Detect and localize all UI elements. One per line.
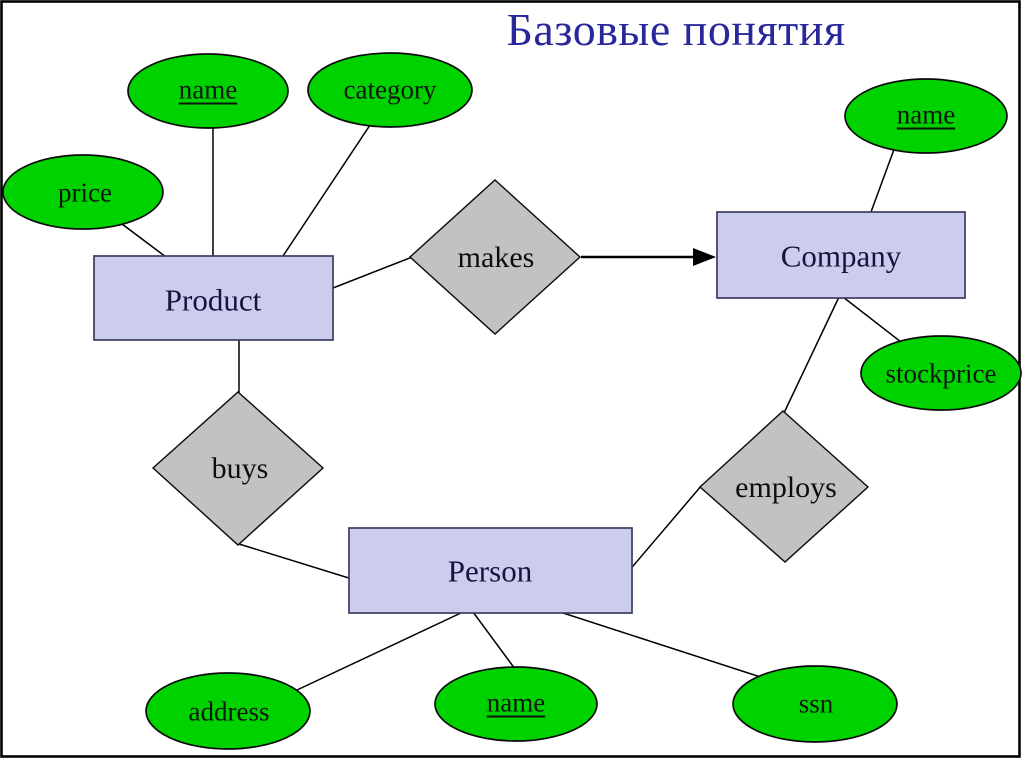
attribute-ellipses <box>2 52 1022 750</box>
connector-company-employs <box>782 296 840 416</box>
attribute-person-name-label: name <box>486 687 546 718</box>
attribute-company-stockprice-ellipse <box>860 335 1022 411</box>
connector-lines <box>89 94 942 699</box>
relationship-makes-diamond <box>408 179 582 335</box>
connector-product-makes <box>332 253 421 289</box>
connector-person-address <box>279 611 464 699</box>
entity-company-rect <box>716 211 966 299</box>
entity-rectangles <box>93 211 966 614</box>
entity-person-label: Person <box>447 553 533 589</box>
attribute-product-category-ellipse <box>307 52 473 128</box>
attribute-company-stockprice-label: stockprice <box>885 358 997 389</box>
connector-buys-person <box>238 543 353 580</box>
attribute-product-category-label: category <box>343 74 437 105</box>
relationship-employs-diamond <box>698 410 870 563</box>
connector-person-ssn <box>559 611 777 683</box>
attribute-person-address-label: address <box>188 696 270 727</box>
relationship-buys-diamond <box>151 391 325 546</box>
attribute-company-name-ellipse <box>844 78 1008 154</box>
attribute-person-name-ellipse <box>434 666 598 742</box>
entity-company-label: Company <box>780 238 902 274</box>
relationship-diamonds <box>151 179 870 563</box>
attribute-person-ssn-ellipse <box>732 665 898 743</box>
relationship-employs-label: employs <box>735 471 837 504</box>
relationship-buys-label: buys <box>211 452 269 485</box>
entity-product-rect <box>93 255 334 341</box>
entity-product-label: Product <box>164 282 262 318</box>
attribute-product-price-label: price <box>58 177 112 208</box>
slide-title: Базовые понятия <box>506 4 846 55</box>
connector-employs-person <box>627 484 703 573</box>
relationship-makes-label: makes <box>457 241 535 274</box>
attribute-product-name-label: name <box>178 74 238 105</box>
attribute-product-price-ellipse <box>2 154 164 230</box>
connector-person-name <box>472 611 519 674</box>
attribute-company-name-label: name <box>896 99 956 130</box>
arrowhead-makes-to-company <box>693 248 716 266</box>
attribute-product-name-ellipse <box>127 53 289 129</box>
attribute-person-ssn-label: ssn <box>798 688 834 719</box>
attribute-person-address-ellipse <box>145 672 311 750</box>
entity-person-rect <box>348 527 633 614</box>
